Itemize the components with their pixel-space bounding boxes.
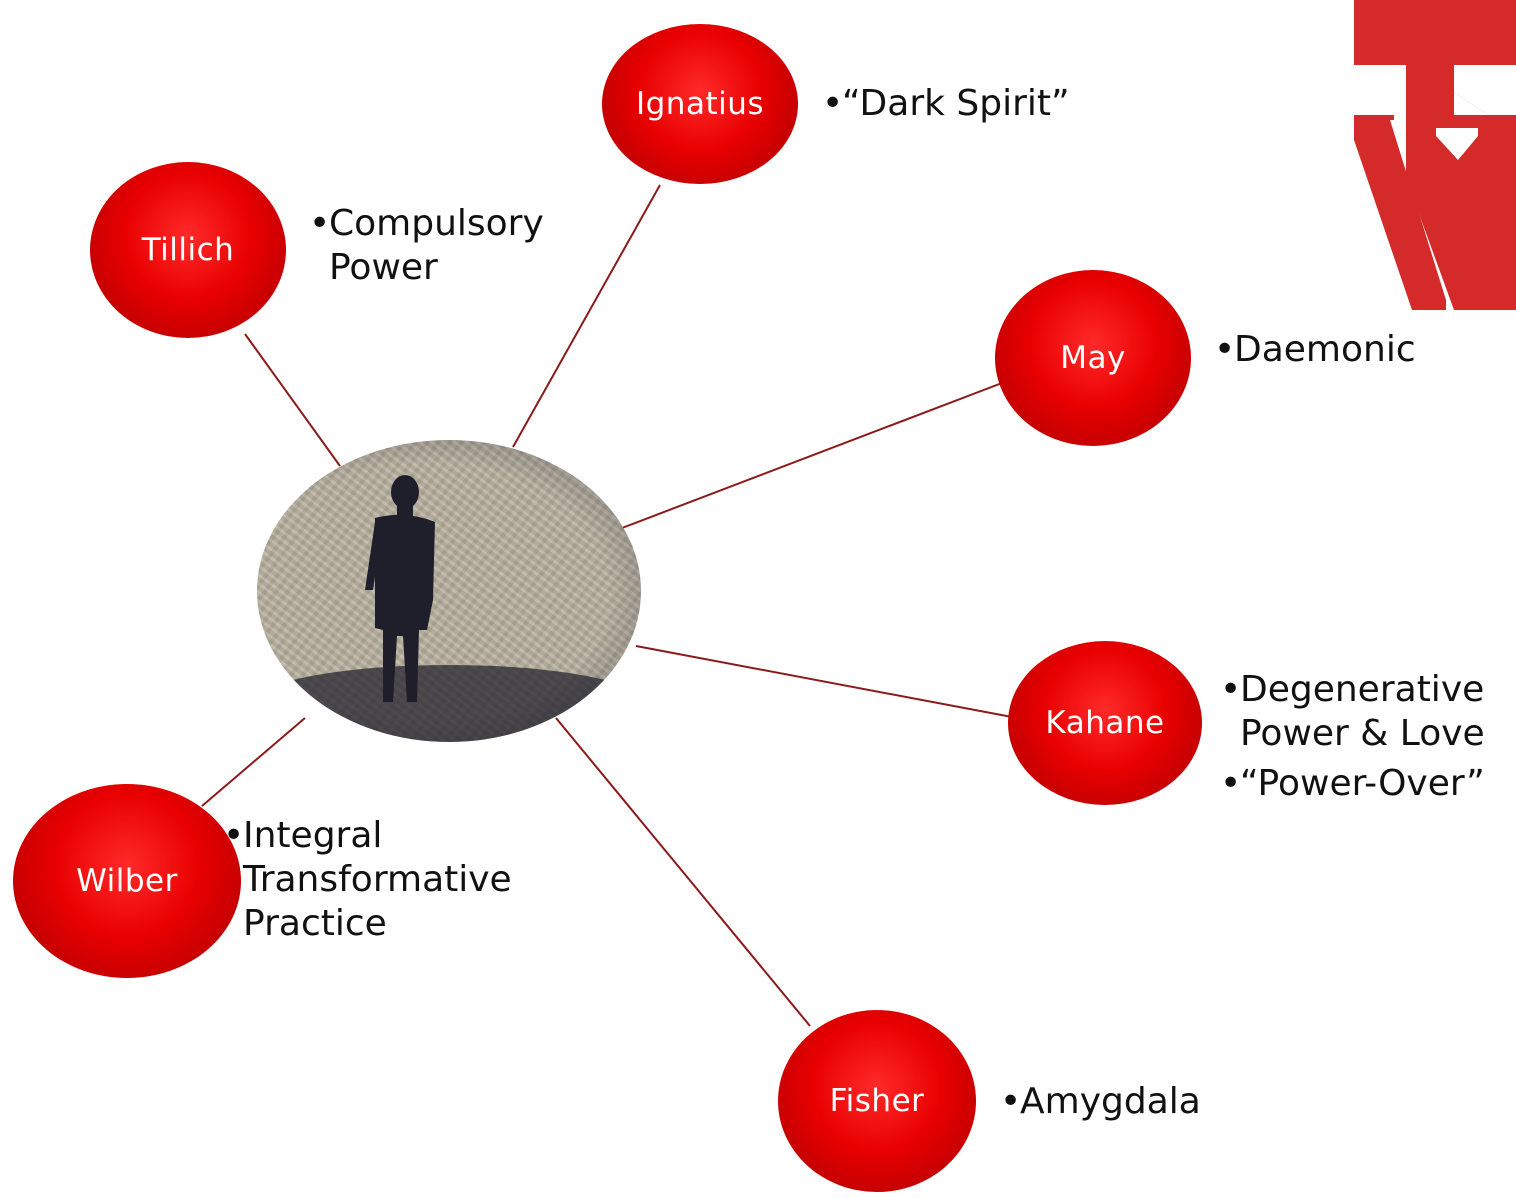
node-label-fisher: Fisher xyxy=(829,1083,925,1119)
bullet-kahane-2: “Power-Over” xyxy=(1220,762,1515,806)
node-label-kahane: Kahane xyxy=(1045,705,1165,741)
node-label-may: May xyxy=(1060,340,1126,376)
bullet-may-1: Daemonic xyxy=(1214,328,1416,372)
node-may: May xyxy=(995,270,1191,446)
connector-ignatius xyxy=(512,184,661,448)
connector-tillich xyxy=(244,333,341,467)
bullets-fisher: Amygdala xyxy=(1000,1080,1201,1124)
node-fisher: Fisher xyxy=(778,1010,976,1192)
node-tillich: Tillich xyxy=(90,162,286,338)
node-label-wilber: Wilber xyxy=(76,863,178,899)
bullet-tillich-1: Compulsory Power xyxy=(309,202,579,290)
bullets-wilber: Integral Transformative Practice xyxy=(223,814,533,946)
connector-wilber xyxy=(201,717,306,807)
bullets-kahane: Degenerative Power & Love “Power-Over” xyxy=(1220,668,1515,806)
node-ignatius: Ignatius xyxy=(602,24,798,184)
bullet-kahane-1: Degenerative Power & Love xyxy=(1220,668,1515,756)
bullets-may: Daemonic xyxy=(1214,328,1416,372)
node-kahane: Kahane xyxy=(1008,641,1202,805)
connector-may xyxy=(621,382,1003,529)
bullet-ignatius-1: “Dark Spirit” xyxy=(822,82,1070,126)
node-label-tillich: Tillich xyxy=(141,232,235,268)
red-logo-graphic xyxy=(1354,0,1516,310)
bullet-wilber-1: Integral Transformative Practice xyxy=(223,814,533,946)
node-label-ignatius: Ignatius xyxy=(635,86,765,122)
bullets-tillich: Compulsory Power xyxy=(309,202,579,290)
connector-fisher xyxy=(555,717,811,1027)
bullets-ignatius: “Dark Spirit” xyxy=(822,82,1070,126)
connector-kahane xyxy=(635,645,1013,718)
node-wilber: Wilber xyxy=(13,784,241,978)
center-silhouette-image xyxy=(257,440,641,742)
bullet-fisher-1: Amygdala xyxy=(1000,1080,1201,1124)
